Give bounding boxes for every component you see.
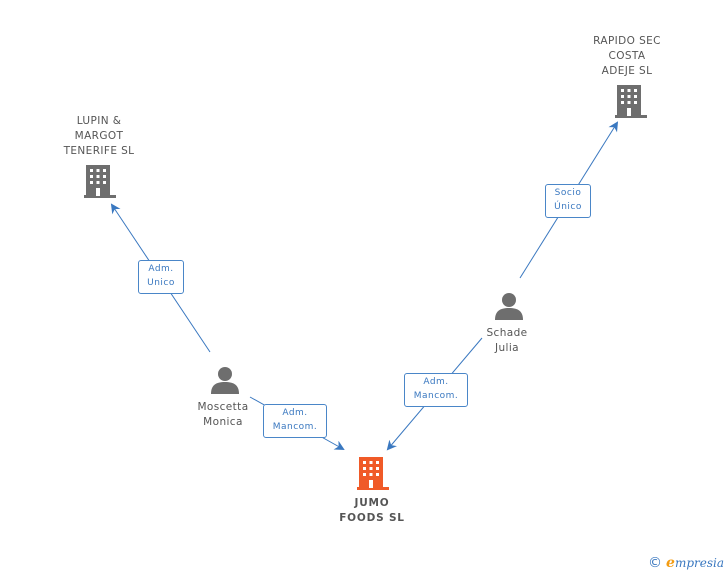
node-schade[interactable]: Schade Julia xyxy=(462,326,552,356)
edge-label-adm-mancom-right[interactable]: Adm. Mancom. xyxy=(404,373,468,407)
node-rapido[interactable]: RAPIDO SEC COSTA ADEJE SL xyxy=(572,34,682,79)
node-label: LUPIN & MARGOT TENERIFE SL xyxy=(63,115,135,157)
node-label: Schade Julia xyxy=(486,327,528,354)
node-label: JUMO FOODS SL xyxy=(339,497,405,524)
edge-label-adm-unico[interactable]: Adm. Unico xyxy=(138,260,184,294)
footer-brand: © empresia xyxy=(648,555,724,571)
person-icon xyxy=(495,293,523,320)
brand-logo: empresia xyxy=(666,555,724,571)
building-icon xyxy=(357,457,389,490)
node-label: RAPIDO SEC COSTA ADEJE SL xyxy=(593,35,661,77)
edge-label-socio-unico[interactable]: Socio Único xyxy=(545,184,591,218)
node-jumo[interactable]: JUMO FOODS SL xyxy=(322,496,422,526)
copyright-icon: © xyxy=(648,555,663,571)
node-lupin[interactable]: LUPIN & MARGOT TENERIFE SL xyxy=(44,114,154,159)
node-moscetta[interactable]: Moscetta Monica xyxy=(178,400,268,430)
edge-label-adm-mancom-left[interactable]: Adm. Mancom. xyxy=(263,404,327,438)
node-label: Moscetta Monica xyxy=(197,401,249,428)
person-icon xyxy=(211,367,239,394)
building-icon xyxy=(615,85,647,118)
building-icon xyxy=(84,165,116,198)
